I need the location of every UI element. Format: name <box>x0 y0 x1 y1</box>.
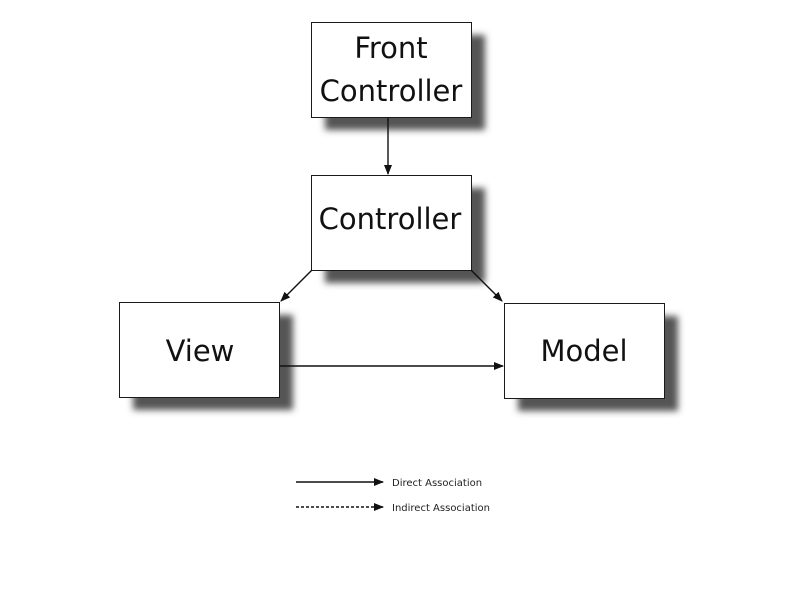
edge-controller-to-model <box>470 269 503 302</box>
view-label: View <box>166 334 235 368</box>
edge-controller-to-view <box>280 269 313 302</box>
front-controller-box <box>311 22 472 118</box>
view-node: View <box>119 302 293 410</box>
view-box <box>119 302 280 398</box>
controller-node: Controller <box>311 175 485 283</box>
legend-direct-label: Direct Association <box>392 478 482 489</box>
front-controller-label-line1: Front <box>354 31 427 65</box>
controller-label: Controller <box>319 202 462 236</box>
controller-box <box>311 175 472 271</box>
model-box <box>504 303 665 399</box>
legend: Direct Association Indirect Association <box>296 478 490 514</box>
front-controller-label-line2: Controller <box>320 74 463 108</box>
model-node: Model <box>504 303 678 411</box>
front-controller-node: Front Controller <box>311 22 485 130</box>
legend-indirect-label: Indirect Association <box>392 503 490 514</box>
model-label: Model <box>540 334 627 368</box>
